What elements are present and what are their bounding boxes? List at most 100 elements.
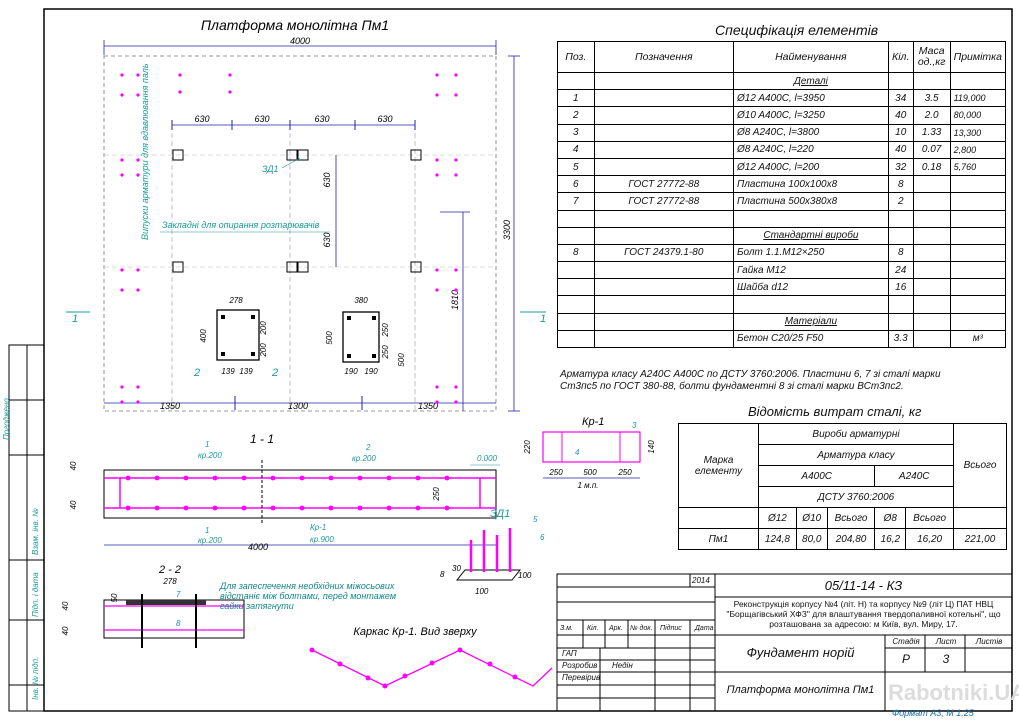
- rebar-outlet-dot: [435, 73, 439, 77]
- sec22-h1: 40: [61, 601, 70, 610]
- spec-footnote: Арматура класу А240С А400С по ДСТУ 3760:…: [560, 369, 941, 392]
- steel-row-sum1: 204,80: [826, 528, 876, 550]
- emb1-d: 139: [239, 367, 253, 376]
- sec22-h2: 40: [61, 626, 70, 635]
- rebar-outlet-dot: [435, 173, 439, 177]
- spec-cell-note: 2,800: [949, 140, 1007, 159]
- spec-cell-pos: 2: [557, 106, 595, 125]
- stamp-stage: Р: [901, 652, 910, 666]
- spec-sec-details: Деталі: [733, 71, 889, 91]
- section-22-title: 2 - 2: [158, 564, 181, 576]
- rebar-section-dot: [357, 475, 363, 481]
- zd1-d30: 30: [452, 564, 461, 573]
- spec-cell-pos: 5: [557, 157, 595, 177]
- section-11-title: 1 - 1: [250, 432, 274, 446]
- spec-cell-qty: 10: [887, 123, 914, 142]
- rebar-section-dot: [415, 505, 421, 511]
- emb1-w: 278: [228, 296, 243, 305]
- karkas-node-dot: [457, 647, 463, 653]
- rebar-section-dot: [328, 475, 334, 481]
- steel-h-dstu: ДСТУ 3760:2006: [758, 486, 954, 508]
- steel-row-mark: Пм1: [678, 528, 759, 550]
- rebar-section-dot: [212, 505, 218, 511]
- stamp-sheet-title: Фундамент норій: [746, 645, 855, 660]
- plan-title: Платформа монолітна Пм1: [201, 17, 389, 33]
- spec-cell-name: Ø12 A400C, l=3950: [733, 89, 889, 108]
- spec-mat-name: Бетон С20/25 F50: [733, 329, 889, 349]
- sec22-w: 278: [162, 577, 177, 586]
- spec-cell-des: [593, 157, 735, 177]
- section-mark-2-right: 2: [271, 367, 278, 379]
- spec-cell-qty: 40: [887, 106, 914, 125]
- rebar-outlet-dot: [228, 73, 232, 77]
- sec11-h1: 40: [69, 461, 78, 470]
- rebar-section-dot: [270, 475, 276, 481]
- spec-cell-pos: 1: [557, 89, 595, 108]
- spec-cell-note: 119,000: [949, 89, 1007, 108]
- rebar-outlet-dot: [454, 173, 458, 177]
- spec-mat-note: м³: [949, 329, 1007, 349]
- spec-cell-note: 13,300: [949, 123, 1007, 142]
- spec-cell-name: Ø10 A400C, l=3250: [733, 106, 889, 125]
- spec-std-cell-pos: 8: [557, 243, 595, 263]
- rebar-section-dot: [154, 475, 160, 481]
- sec11-kr200c: кр.200: [198, 536, 222, 545]
- rebar-section-dot: [212, 475, 218, 481]
- rebar-section-dot: [270, 505, 276, 511]
- steel-h-class: Арматура класу: [758, 444, 954, 466]
- rebar-section-dot: [183, 475, 189, 481]
- rebar-outlet-dot: [120, 93, 124, 97]
- steel-h-a240: А240С: [874, 465, 954, 487]
- spec-mat-qty: 3.3: [887, 329, 914, 349]
- spec-std-cell-name: Болт 1.1.М12×250: [733, 243, 889, 263]
- steel-h-d12: Ø12: [758, 507, 797, 529]
- rebar-section-dot: [415, 475, 421, 481]
- rebar-outlet-dot: [136, 288, 140, 292]
- side-label-sign: Підп. і дата: [31, 572, 40, 617]
- kr1-h: 220: [523, 440, 532, 455]
- spec-cell-mass: 2.0: [912, 106, 951, 125]
- rebar-section-dot: [241, 475, 247, 481]
- rebar-section-dot: [154, 505, 160, 511]
- spec-cell-des: [593, 123, 735, 142]
- dim-630-3: 630: [314, 114, 329, 124]
- sec11-level: 0.000: [477, 454, 498, 463]
- rebar-outlet-dot: [136, 268, 140, 272]
- rebar-outlet-dot: [178, 73, 182, 77]
- rebar-outlet-dot: [435, 268, 439, 272]
- spec-cell-des: ГОСТ 27772-88: [593, 192, 735, 211]
- section-mark-2-left: 2: [193, 367, 200, 379]
- dim-630-4: 630: [377, 114, 392, 124]
- plan-height-dim: 3300: [502, 220, 512, 240]
- steel-h-mark: Марка елементу: [678, 423, 759, 508]
- sec11-pos2: 2: [365, 443, 371, 452]
- rebar-section-dot: [299, 475, 305, 481]
- spec-cell-pos: 4: [557, 140, 595, 159]
- rebar-section-dot: [125, 505, 131, 511]
- kr1-pos4: 4: [575, 448, 580, 457]
- spec-cell-qty: 2: [887, 192, 914, 211]
- spec-cell-mass: 0.07: [912, 140, 951, 159]
- kr1-h2: 140: [647, 440, 656, 454]
- spec-sec-std: Стандартні вироби: [733, 226, 889, 245]
- spec-cell-qty: 8: [887, 175, 914, 194]
- karkas-node-dot: [309, 647, 315, 653]
- steel-h-sum1: Всього: [826, 507, 876, 529]
- zd1-plan-label: ЗД1: [262, 164, 279, 174]
- side-label-inv: Інв. № підп.: [31, 657, 40, 700]
- rebar-section-dot: [357, 505, 363, 511]
- spec-cell-note: [949, 175, 1007, 194]
- stamp-role-gap: ГАП: [562, 649, 577, 658]
- stamp-stage-h: Стадія: [892, 637, 920, 646]
- steel-table: Марка елементу Вироби арматурні Всього А…: [678, 423, 1007, 550]
- spec-cell-mass: 0.18: [912, 157, 951, 177]
- rebar-outlet-dot: [136, 400, 140, 404]
- rebar-section-dot: [444, 475, 450, 481]
- spec-h-note: Примітка: [949, 41, 1007, 73]
- spec-cell-name: Пластина 100х100х8: [733, 175, 889, 194]
- zd1-title: ЗД1: [490, 508, 510, 520]
